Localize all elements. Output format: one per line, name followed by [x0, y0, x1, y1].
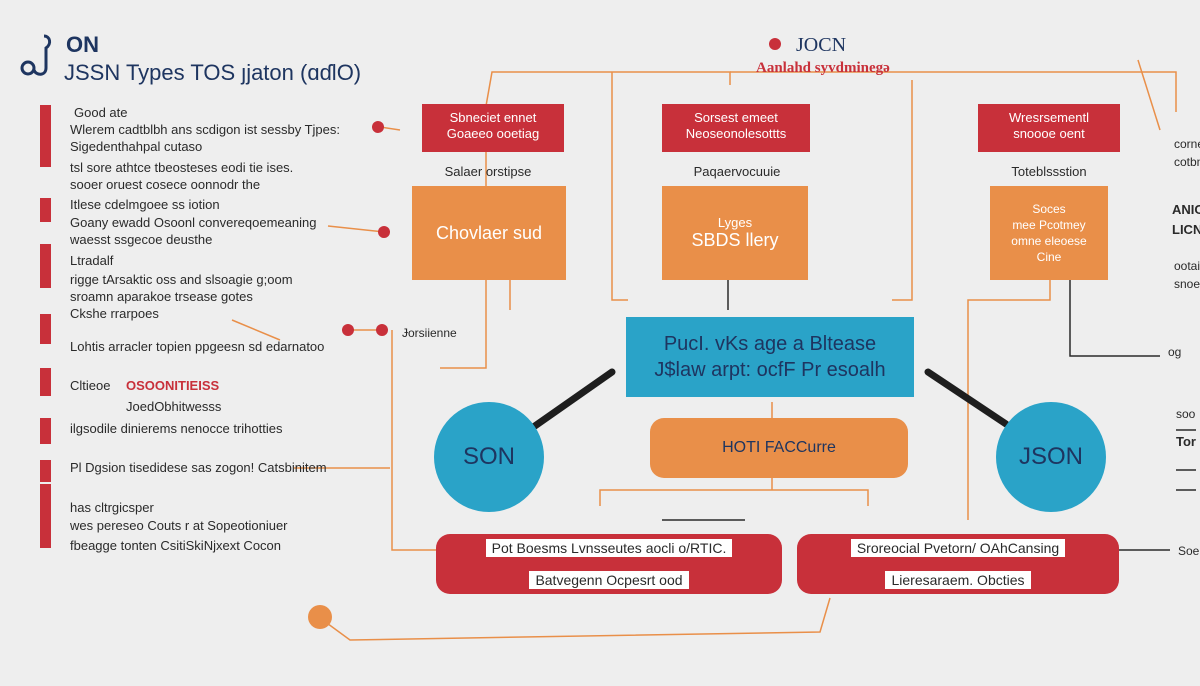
left-note-highlight: OSOONITIEISS [126, 378, 220, 393]
central-box: PucI. vKs age a Bltease J$law arpt: ocfF… [626, 317, 914, 397]
bottom-right-pill: Sroreocial Pvetorn/ OAhCansing Lieresara… [797, 534, 1119, 594]
callout-dot [378, 226, 390, 238]
left-note: sooer oruest cosece oonnodr the [70, 177, 261, 192]
right-note: og [1168, 345, 1182, 359]
left-note: Good ate [74, 105, 128, 120]
right-note: cotbntes [1174, 155, 1200, 169]
json-circle-left: SON [434, 402, 544, 512]
left-note: rigge tArsaktic oss and slsoagie ɡ;oom [70, 272, 293, 287]
column-label: Toteblssstion [1011, 164, 1087, 179]
right-note: soo [1176, 407, 1196, 421]
bottom-left-pill: Pot Boesms Lvnsseutes aocli o/RTIC. Batv… [436, 534, 782, 594]
red-marker [40, 244, 51, 288]
right-note: Soe [1178, 544, 1200, 558]
left-note: ilgsodile dinierems nenocce trihotties [70, 421, 283, 436]
right-note: ANIO [1172, 202, 1200, 217]
left-note: Lohtis arracler topien ppgeesn sd edarna… [70, 339, 325, 354]
logo-text: ON [66, 32, 99, 57]
right-note: Tor [1176, 434, 1196, 449]
red-marker [40, 460, 51, 482]
orange-pill: HOTI FACCurre [650, 418, 908, 478]
orange-box: Lyges SBDS llery [662, 186, 808, 280]
red-marker [40, 105, 51, 167]
red-marker [40, 418, 51, 444]
left-note: waesst ssgecoe deusthe [70, 232, 213, 247]
right-note: snoe [1174, 277, 1200, 291]
left-note: Pl Dgsion tisedidese sas zogon! Catsbini… [70, 460, 327, 475]
column-label: Salaer orstipse [444, 164, 532, 179]
left-note: sroamn aparakoe trsease gotes [70, 289, 253, 304]
callout-dot [342, 324, 354, 336]
left-note: Ltradalf [70, 253, 114, 268]
left-note: Itlese cdelmgoee ss iotion [70, 197, 220, 212]
left-note: JoedObhitwesss [126, 399, 222, 414]
left-note: tsl sore athtce tbeosteses eodi tie ises… [70, 160, 294, 175]
column-label: Paqaervocuuie [693, 164, 781, 179]
left-note: Sigedenthahpal cutaso [70, 139, 203, 154]
right-subtitle: Aanlahd syvdminegə [756, 60, 890, 76]
right-note: ootaies [1174, 259, 1200, 273]
callout-dot [372, 121, 384, 133]
left-note: Goany ewadd Osoonl convereqoemeaning [70, 215, 317, 230]
red-marker [40, 368, 51, 396]
json-circle-right: JSON [996, 402, 1106, 512]
left-note: fbeagge tonten CsitiSkiNjxext Cocon [70, 538, 282, 553]
red-marker [40, 484, 51, 548]
callout-dot [769, 38, 781, 50]
left-note: has cltrgicsper [70, 500, 154, 515]
left-note: Cltieoe [70, 378, 111, 393]
orange-node [308, 605, 332, 629]
json-logo-icon [20, 34, 52, 76]
red-marker [40, 314, 51, 344]
orange-box: Soces mee Pcotmey omne eleoese Cine [990, 186, 1108, 280]
left-note: Wlerem cadtblbh ans scdigon ist sessby T… [70, 122, 340, 137]
right-note: LICN [1172, 222, 1200, 237]
page-title: JSSN Types TOS ȷjaton (ɑɗlO) [64, 60, 362, 85]
right-title: JOCN [796, 34, 847, 56]
orange-box: Chovlaer sud [412, 186, 566, 280]
left-note: wes pereseo Couts r at Sopeotioniuer [70, 518, 288, 533]
right-note: cornec [1174, 137, 1200, 151]
callout-dot [376, 324, 388, 336]
red-marker [40, 198, 51, 222]
callout-label: Ɉorsiienne [402, 326, 457, 340]
left-note: Ckshe rrarpoes [70, 306, 159, 321]
